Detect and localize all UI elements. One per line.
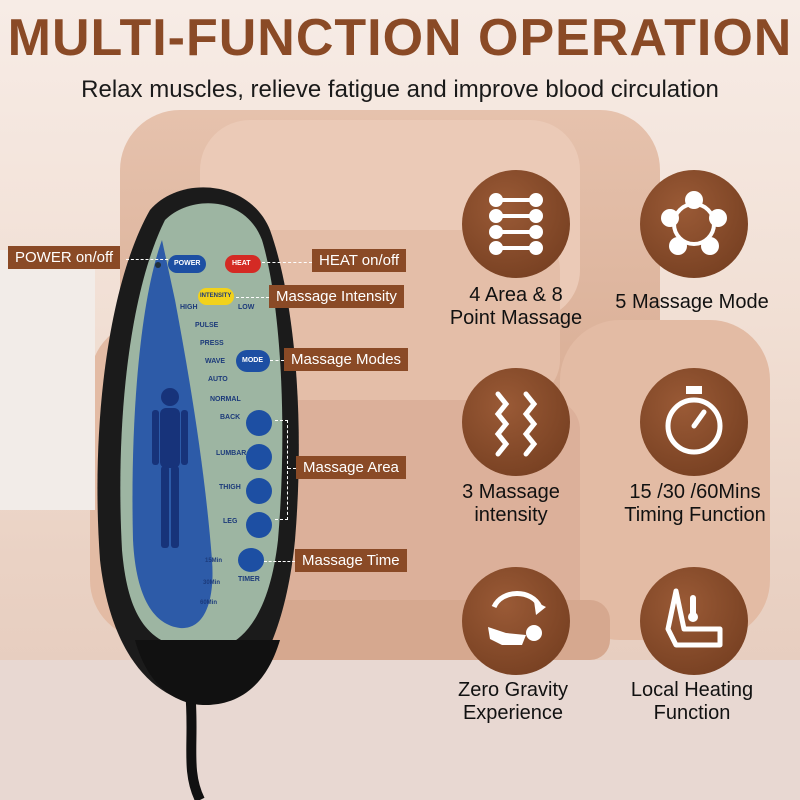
mode-pulse-label: PULSE [195, 322, 219, 329]
timer-15-label: 15Min [205, 558, 223, 564]
power-button-label: POWER [174, 260, 201, 267]
feature-5-line2: Experience [462, 702, 564, 724]
mode-press-label: PRESS [200, 340, 224, 347]
feature-4-icon-circle [640, 368, 748, 476]
callout-area: Massage Area [296, 456, 406, 479]
callout-modes: Massage Modes [284, 348, 409, 371]
massage-mode-icon [661, 191, 727, 255]
heat-button[interactable] [225, 255, 261, 273]
page-title: MULTI-FUNCTION OPERATION [7, 9, 793, 67]
feature-3-icon-circle [462, 368, 570, 476]
feature-1-line1: 4 Area & 8 [469, 284, 563, 306]
power-button[interactable] [168, 255, 206, 273]
callout-heat-line [262, 262, 312, 263]
feature-2-label: 5 Massage Mode [597, 291, 787, 314]
area-leg-label: LEG [223, 518, 238, 525]
feature-5-label: Zero Gravity Experience [418, 679, 608, 725]
area-leg-button[interactable] [246, 512, 272, 538]
timer-30-label: 30Min [203, 580, 221, 586]
callout-time: Massage Time [295, 549, 407, 572]
mode-normal-label: NORMAL [210, 396, 241, 403]
feature-1-label: 4 Area & 8 Point Massage [421, 284, 611, 330]
feature-1-line2: Point Massage [449, 307, 583, 329]
heated-seat-icon [665, 588, 723, 648]
callout-power-line [126, 259, 168, 260]
feature-3-label: 3 Massage intensity [416, 481, 606, 527]
intensity-high-label: HIGH [180, 304, 198, 311]
massage-points-icon [489, 193, 543, 255]
feature-6-line2: Function [653, 702, 731, 724]
feature-4-line2: Timing Function [624, 504, 766, 526]
power-indicator [155, 262, 161, 268]
area-back-label: BACK [220, 414, 241, 421]
callout-time-line [264, 561, 295, 562]
mode-button-label: MODE [242, 357, 263, 364]
callout-modes-line [270, 360, 284, 361]
area-thigh-button[interactable] [246, 478, 272, 504]
zero-gravity-icon [488, 591, 546, 645]
feature-5-icon-circle [462, 567, 570, 675]
mode-button[interactable] [236, 350, 270, 372]
feature-3-line1: 3 Massage [462, 481, 560, 503]
feature-1-icon-circle [462, 170, 570, 278]
timer-button-label: TIMER [238, 576, 260, 583]
callout-intensity-line [236, 297, 269, 298]
area-lumbar-button[interactable] [246, 444, 272, 470]
heat-button-label: HEAT [232, 260, 251, 267]
feature-2-icon-circle [640, 170, 748, 278]
feature-2-line1: 5 Massage Mode [615, 291, 769, 313]
feature-6-label: Local Heating Function [597, 679, 787, 725]
timer-60-label: 60Min [200, 600, 218, 606]
callout-area-line [288, 468, 296, 469]
intensity-wave-icon [494, 391, 538, 457]
mode-wave-label: WAVE [205, 358, 226, 365]
callout-heat: HEAT on/off [312, 249, 407, 272]
timer-button[interactable] [238, 548, 264, 572]
callout-area-bracket [275, 420, 288, 520]
feature-4-line1: 15 /30 /60Mins [629, 481, 761, 503]
feature-6-line1: Local Heating [630, 679, 754, 701]
page-subtitle: Relax muscles, relieve fatigue and impro… [81, 76, 719, 103]
callout-power: POWER on/off [8, 246, 121, 269]
mode-auto-label: AUTO [208, 376, 228, 383]
callout-intensity: Massage Intensity [269, 285, 404, 308]
feature-5-line1: Zero Gravity [457, 679, 569, 701]
feature-4-label: 15 /30 /60Mins Timing Function [595, 481, 795, 527]
area-lumbar-label: LUMBAR [216, 450, 247, 457]
feature-6-icon-circle [640, 567, 748, 675]
intensity-button[interactable] [198, 288, 234, 305]
intensity-low-label: LOW [238, 304, 255, 311]
feature-3-line2: intensity [474, 504, 548, 526]
area-back-button[interactable] [246, 410, 272, 436]
area-thigh-label: THIGH [219, 484, 241, 491]
intensity-button-label: INTENSITY [200, 293, 232, 299]
stopwatch-icon [665, 386, 723, 455]
